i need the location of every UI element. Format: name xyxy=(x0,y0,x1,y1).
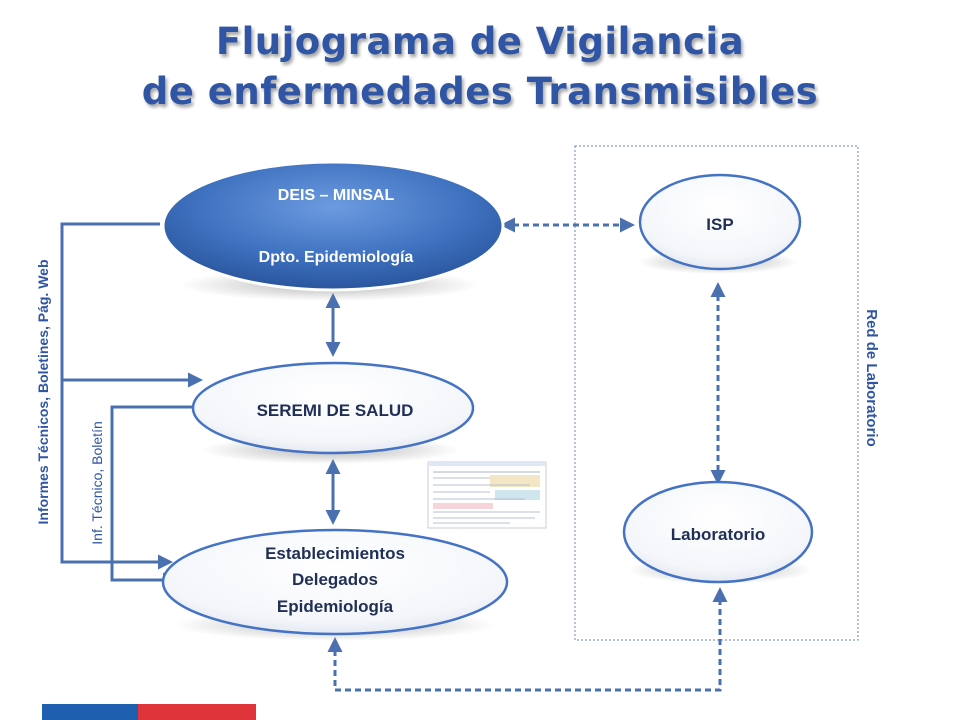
node-isp[interactable]: ISP xyxy=(638,173,802,271)
node-seremi[interactable]: SEREMI DE SALUD xyxy=(191,361,475,455)
inf-tecnico-label: Inf. Técnico, Boletín xyxy=(89,421,105,544)
laboratorio-label: Laboratorio xyxy=(671,525,765,544)
establecimientos-line2: Delegados xyxy=(292,570,378,589)
node-laboratorio[interactable]: Laboratorio xyxy=(622,480,814,584)
node-deis-minsal[interactable]: DEIS – MINSAL Dpto. Epidemiología xyxy=(161,160,505,292)
deis-line2: Dpto. Epidemiología xyxy=(259,249,414,266)
informes-label: Informes Técnicos, Boletines, Pág. Web xyxy=(35,259,51,524)
form-thumbnail-image xyxy=(427,461,547,529)
title-line-2: de enfermedades Transmisibles xyxy=(141,70,819,113)
deis-line1: DEIS – MINSAL xyxy=(278,187,395,204)
establecimientos-line3: Epidemiología xyxy=(277,597,394,616)
inf-tecnico-connector xyxy=(110,405,200,588)
seremi-label: SEREMI DE SALUD xyxy=(257,401,414,420)
informes-connector xyxy=(60,222,173,570)
title-line-1: Flujograma de Vigilancia xyxy=(215,20,745,63)
node-establecimientos[interactable]: Establecimientos Delegados Epidemiología xyxy=(161,528,509,636)
arrow-establecimientos-laboratorio xyxy=(327,587,728,692)
red-laboratorio-label: Red de Laboratorio xyxy=(863,309,880,447)
isp-label: ISP xyxy=(706,215,733,234)
red-laboratorio-box xyxy=(574,145,859,641)
footer-bar-red xyxy=(138,704,256,720)
footer-bar-blue xyxy=(42,704,138,720)
establecimientos-line1: Establecimientos xyxy=(265,544,405,563)
